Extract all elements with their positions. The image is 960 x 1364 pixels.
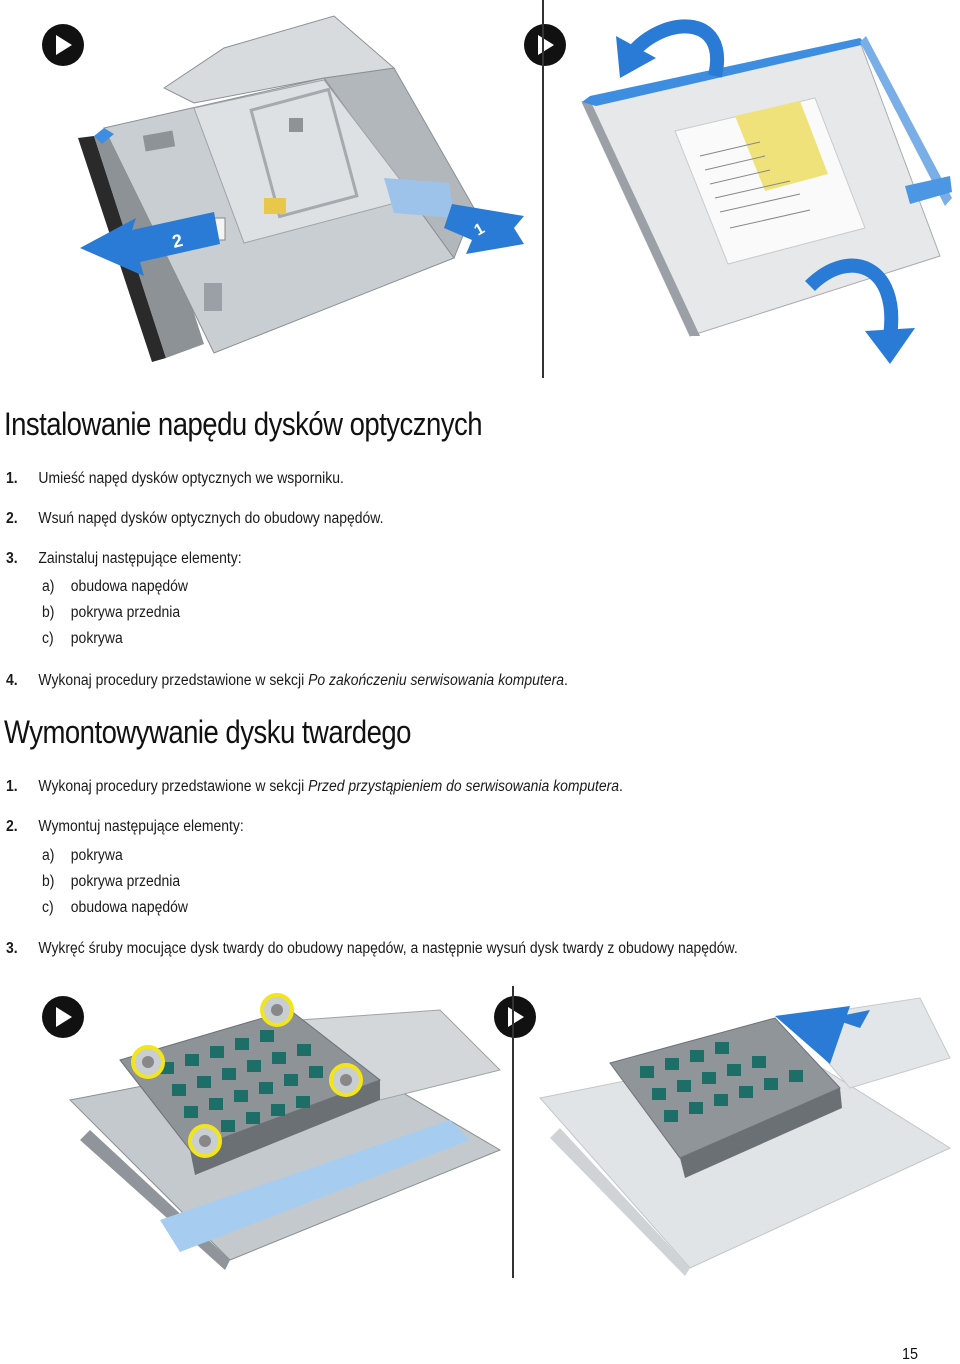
section-heading: Wymontowywanie dysku twardego — [4, 714, 411, 750]
step-text: Umieść napęd dysków optycznych we wsporn… — [38, 470, 344, 487]
step-number: 2. — [6, 818, 18, 835]
substep-letter: b) — [42, 873, 55, 890]
step-item: 1. Umieść napęd dysków optycznych we wspo… — [6, 470, 344, 488]
substep-letter: a) — [42, 847, 55, 864]
step-number: 1. — [6, 778, 18, 795]
substep-text: pokrywa przednia — [70, 873, 181, 890]
substep-item: c) obudowa napędów — [42, 899, 188, 917]
figure-divider — [512, 986, 514, 1278]
step-item: 2. Wsuń napęd dysków optycznych do obudow… — [6, 510, 383, 528]
substep-letter: c) — [42, 899, 54, 916]
step-text: Wymontuj następujące elementy: — [38, 818, 244, 835]
substep-item: a) pokrywa — [42, 847, 123, 865]
substep-text: pokrywa — [70, 630, 123, 647]
optical-drive-illustration — [560, 6, 955, 376]
step-text-end: . — [619, 778, 623, 795]
substep-text: obudowa napędów — [70, 578, 188, 595]
substep-letter: a) — [42, 578, 55, 595]
step-item: 3. Zainstaluj następujące elementy: — [6, 550, 242, 568]
step-text: Wykonaj procedury przedstawione w sekcji — [38, 778, 309, 795]
substep-text: pokrywa — [70, 847, 123, 864]
play-icon — [42, 24, 84, 66]
step-text: Wsuń napęd dysków optycznych do obudowy … — [38, 510, 384, 527]
step-item: 2. Wymontuj następujące elementy: — [6, 818, 244, 836]
step-number: 3. — [6, 550, 18, 567]
section-reference-link[interactable]: Przed przystąpieniem do serwisowania kom… — [308, 778, 620, 795]
drive-cage-illustration: 2 1 — [74, 8, 534, 378]
substep-text: obudowa napędów — [70, 899, 188, 916]
play-icon — [524, 24, 566, 66]
step-number: 1. — [6, 470, 18, 487]
hdd-removal-illustration — [530, 988, 955, 1278]
step-text: Wykonaj procedury przedstawione w sekcji — [38, 672, 309, 689]
substep-item: a) obudowa napędów — [42, 578, 188, 596]
step-text: Zainstaluj następujące elementy: — [38, 550, 242, 567]
step-item: 1. Wykonaj procedury przedstawione w sekc… — [6, 778, 623, 796]
substep-item: b) pokrywa przednia — [42, 873, 180, 891]
step-number: 4. — [6, 672, 18, 689]
figure-divider — [542, 0, 544, 378]
step-number: 2. — [6, 510, 18, 527]
substep-letter: c) — [42, 630, 54, 647]
step-number: 3. — [6, 940, 18, 957]
section-heading: Instalowanie napędu dysków optycznych — [4, 406, 483, 442]
step-text-end: . — [563, 672, 568, 689]
section-reference-link[interactable]: Po zakończeniu serwisowania komputera — [308, 672, 564, 689]
step-item: 3. Wykręć śruby mocujące dysk twardy do o… — [6, 940, 738, 958]
step-item: 4. Wykonaj procedury przedstawione w sekc… — [6, 672, 568, 690]
substep-item: c) pokrywa — [42, 630, 123, 648]
page-number: 15 — [902, 1346, 919, 1363]
play-icon — [42, 996, 84, 1038]
step-text: Wykręć śruby mocujące dysk twardy do obu… — [38, 940, 738, 957]
substep-letter: b) — [42, 604, 55, 621]
substep-item: b) pokrywa przednia — [42, 604, 180, 622]
substep-text: pokrywa przednia — [70, 604, 181, 621]
svg-text:2: 2 — [170, 230, 185, 252]
hdd-cage-screws-illustration — [50, 990, 505, 1275]
